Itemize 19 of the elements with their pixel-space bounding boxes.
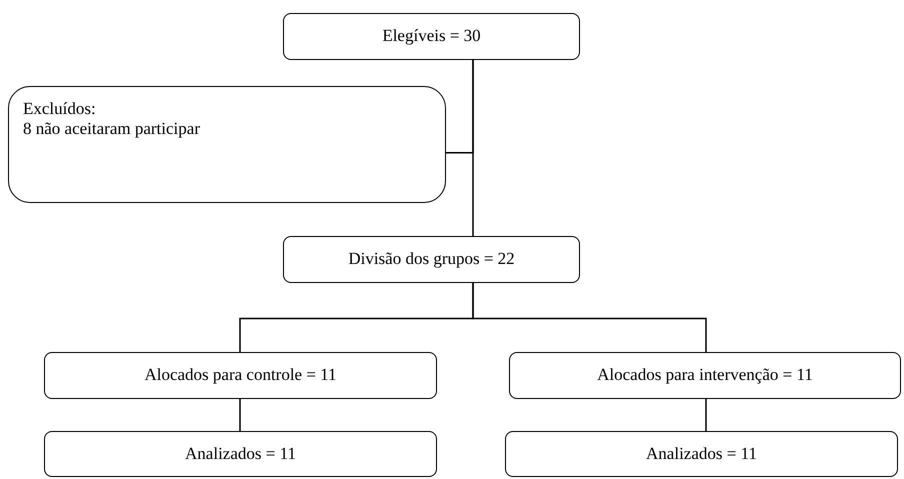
process-box — [44, 431, 437, 477]
process-box — [509, 352, 901, 399]
process-box — [283, 236, 580, 283]
box-heading: Excluídos: — [23, 99, 96, 120]
connector-line — [705, 399, 707, 431]
connector-line — [472, 283, 707, 352]
connector-line — [446, 60, 474, 154]
process-box — [505, 431, 898, 477]
box-text: 8 não aceitaram participar — [23, 119, 200, 140]
box-text: Analizados = 11 — [646, 444, 757, 464]
connector-line — [239, 399, 241, 431]
process-box — [283, 13, 580, 60]
process-box — [8, 86, 446, 203]
box-text: Analizados = 11 — [185, 444, 296, 464]
box-text: Elegíveis = 30 — [382, 26, 481, 47]
box-text: Divisão dos grupos = 22 — [348, 249, 515, 270]
process-box — [44, 352, 437, 399]
box-text: Alocados para intervenção = 11 — [597, 365, 813, 386]
box-text: Alocados para controle = 11 — [144, 365, 337, 386]
